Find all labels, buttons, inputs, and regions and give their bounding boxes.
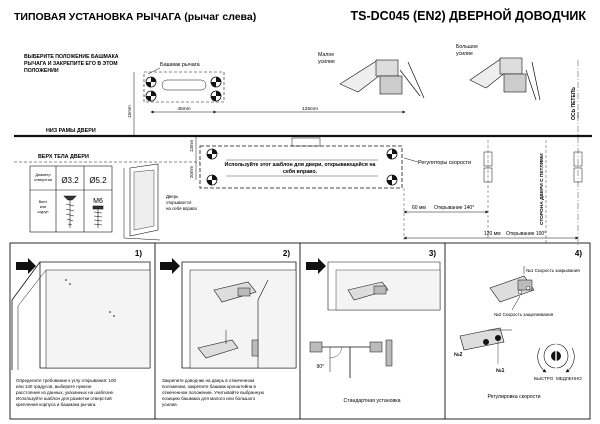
shoe-instruction: ВЫБЕРИТЕ ПОЛОЖЕНИЕ БАШМАКА РЫЧАГА И ЗАКР… bbox=[24, 54, 119, 74]
svg-text:Открывание 140°: Открывание 140° bbox=[434, 205, 474, 211]
svg-text:положении, закрепите башмак кр: положении, закрепите башмак кронштейна в bbox=[162, 383, 256, 389]
svg-text:Диаметр: Диаметр bbox=[35, 173, 50, 177]
step-4-caption: Регулировка скорости bbox=[487, 394, 540, 400]
hinge-axis: ОСЬ ПЕТЕЛЬ СТОРОНА ДВЕРИ С ПЕТЛЯМИ bbox=[483, 60, 583, 245]
svg-text:Закрепите доводчик на дверь в: Закрепите доводчик на дверь в отмеченном bbox=[162, 378, 254, 383]
svg-text:СТОРОНА ДВЕРИ С ПЕТЛЯМИ: СТОРОНА ДВЕРИ С ПЕТЛЯМИ bbox=[539, 153, 545, 225]
svg-text:отмеченном положении. Учитывай: отмеченном положении. Учитывайте выбранн… bbox=[162, 389, 265, 395]
svg-text:Большое: Большое bbox=[456, 44, 478, 50]
svg-text:расстояние из данных, указанны: расстояние из данных, указанных на шабло… bbox=[16, 390, 114, 395]
screw-table: Диаметр отверстия Ø3.2 Ø5.2 Винт или шур… bbox=[29, 165, 113, 233]
svg-text:или 140 градусов, выберите нуж: или 140 градусов, выберите нужное bbox=[16, 384, 92, 389]
step-3-caption: Стандартная установка bbox=[344, 398, 401, 404]
wood-screw-icon bbox=[63, 195, 77, 228]
svg-text:90°: 90° bbox=[316, 364, 324, 370]
svg-text:4): 4) bbox=[575, 249, 582, 258]
svg-text:ПОЛОЖЕНИИ: ПОЛОЖЕНИИ bbox=[24, 68, 59, 74]
svg-text:1): 1) bbox=[135, 249, 142, 258]
speed-regulators-label: Регуляторы скорости bbox=[418, 160, 471, 166]
template-note-line2: себя вправо. bbox=[283, 168, 318, 175]
svg-text:шуруп: шуруп bbox=[38, 210, 49, 214]
step-1: 1) Определите требование к углу открыван… bbox=[11, 249, 151, 407]
svg-text:РЫЧАГА И ЗАКРЕПИТЕ ЕГО В ЭТОМ: РЫЧАГА И ЗАКРЕПИТЕ ЕГО В ЭТОМ bbox=[24, 61, 118, 67]
svg-text:3): 3) bbox=[429, 249, 436, 258]
svg-text:усилие: усилие bbox=[456, 51, 473, 57]
machine-screw-icon bbox=[92, 205, 104, 228]
step-2: 2) Закрепите доводчик на дверь в отмечен… bbox=[160, 249, 297, 407]
step-panels bbox=[9, 242, 591, 420]
svg-text:крепления корпуса и башмака ры: крепления корпуса и башмака рычага. bbox=[16, 402, 97, 407]
large-force-illustration: Большое усилие bbox=[456, 44, 541, 101]
door-frame-line: НИЗ РАМЫ ДВЕРИ bbox=[14, 128, 592, 138]
svg-text:Ø3.2: Ø3.2 bbox=[61, 176, 79, 185]
svg-text:Ø5.2: Ø5.2 bbox=[89, 176, 107, 185]
opening-dimensions: 60 мм Открывание 140° 120 мм Открывание … bbox=[403, 188, 579, 240]
svg-text:Используйте шаблон для разметк: Используйте шаблон для разметки отверсти… bbox=[16, 395, 112, 401]
dim-125: 125mm bbox=[302, 106, 318, 112]
svg-text:усилия.: усилия. bbox=[162, 402, 178, 407]
speed-dial: БЫСТРО МЕДЛЕННО bbox=[534, 342, 582, 381]
svg-text:№1: №1 bbox=[496, 368, 505, 374]
right-title: TS-DC045 (EN2) ДВЕРНОЙ ДОВОДЧИК bbox=[351, 8, 587, 23]
svg-text:№2 Скорость защелкивания: №2 Скорость защелкивания bbox=[494, 312, 554, 317]
svg-text:Определите требование к углу о: Определите требование к углу открывания:… bbox=[16, 378, 117, 383]
small-force-illustration: Малое усилие bbox=[318, 52, 425, 99]
svg-text:№2: №2 bbox=[454, 352, 463, 358]
svg-text:ОСЬ ПЕТЕЛЬ: ОСЬ ПЕТЕЛЬ bbox=[571, 87, 577, 120]
template-note-line1: Используйте этот шаблон для двери, откры… bbox=[225, 161, 376, 168]
svg-text:Дверь: Дверь bbox=[166, 194, 179, 199]
dim-45: 45mm bbox=[177, 106, 190, 112]
svg-text:открывается: открывается bbox=[166, 200, 192, 205]
svg-text:ВЫБЕРИТЕ ПОЛОЖЕНИЕ БАШМАКА: ВЫБЕРИТЕ ПОЛОЖЕНИЕ БАШМАКА bbox=[24, 54, 119, 60]
step-4: 4) №1 Скорость закрывания №2 Скорость за… bbox=[454, 249, 582, 400]
svg-text:на себя вправо: на себя вправо bbox=[166, 206, 198, 211]
svg-text:БЫСТРО: БЫСТРО bbox=[534, 376, 554, 381]
door-top-label: ВЕРХ ТЕЛА ДВЕРИ bbox=[38, 154, 89, 160]
svg-text:Малое: Малое bbox=[318, 52, 334, 58]
door-opening-sketch: Дверь открывается на себя вправо bbox=[123, 163, 198, 241]
dim-15: 15mm bbox=[127, 105, 132, 118]
closer-body-template: Используйте этот шаблон для двери, откры… bbox=[189, 136, 471, 189]
svg-text:НИЗ РАМЫ ДВЕРИ: НИЗ РАМЫ ДВЕРИ bbox=[46, 128, 96, 134]
svg-text:отверстия: отверстия bbox=[34, 178, 52, 182]
svg-text:M6: M6 bbox=[93, 198, 103, 205]
svg-text:или: или bbox=[40, 205, 46, 209]
shoe-label: Башмак рычага bbox=[160, 62, 201, 68]
svg-text:МЕДЛЕННО: МЕДЛЕННО bbox=[556, 376, 582, 381]
svg-text:№1 Скорость закрывания: №1 Скорость закрывания bbox=[526, 268, 580, 273]
svg-text:усилие: усилие bbox=[318, 59, 335, 65]
svg-text:60 мм: 60 мм bbox=[412, 205, 426, 211]
step-3: 3) 90° Стандартная установка bbox=[306, 249, 441, 404]
dim-20: 20mm bbox=[189, 165, 194, 178]
dim-13: 13mm bbox=[189, 139, 194, 152]
shoe-plate-drawing: Башмак рычага 15mm 45mm 125mm bbox=[127, 62, 406, 136]
left-title: ТИПОВАЯ УСТАНОВКА РЫЧАГА (рычаг слева) bbox=[14, 11, 256, 23]
svg-text:позицию башмака для малого или: позицию башмака для малого или большого bbox=[162, 396, 256, 401]
svg-text:Открывание 100°: Открывание 100° bbox=[506, 231, 546, 237]
svg-text:Винт: Винт bbox=[39, 200, 48, 204]
svg-text:120 мм: 120 мм bbox=[484, 231, 501, 237]
svg-text:2): 2) bbox=[283, 249, 290, 258]
